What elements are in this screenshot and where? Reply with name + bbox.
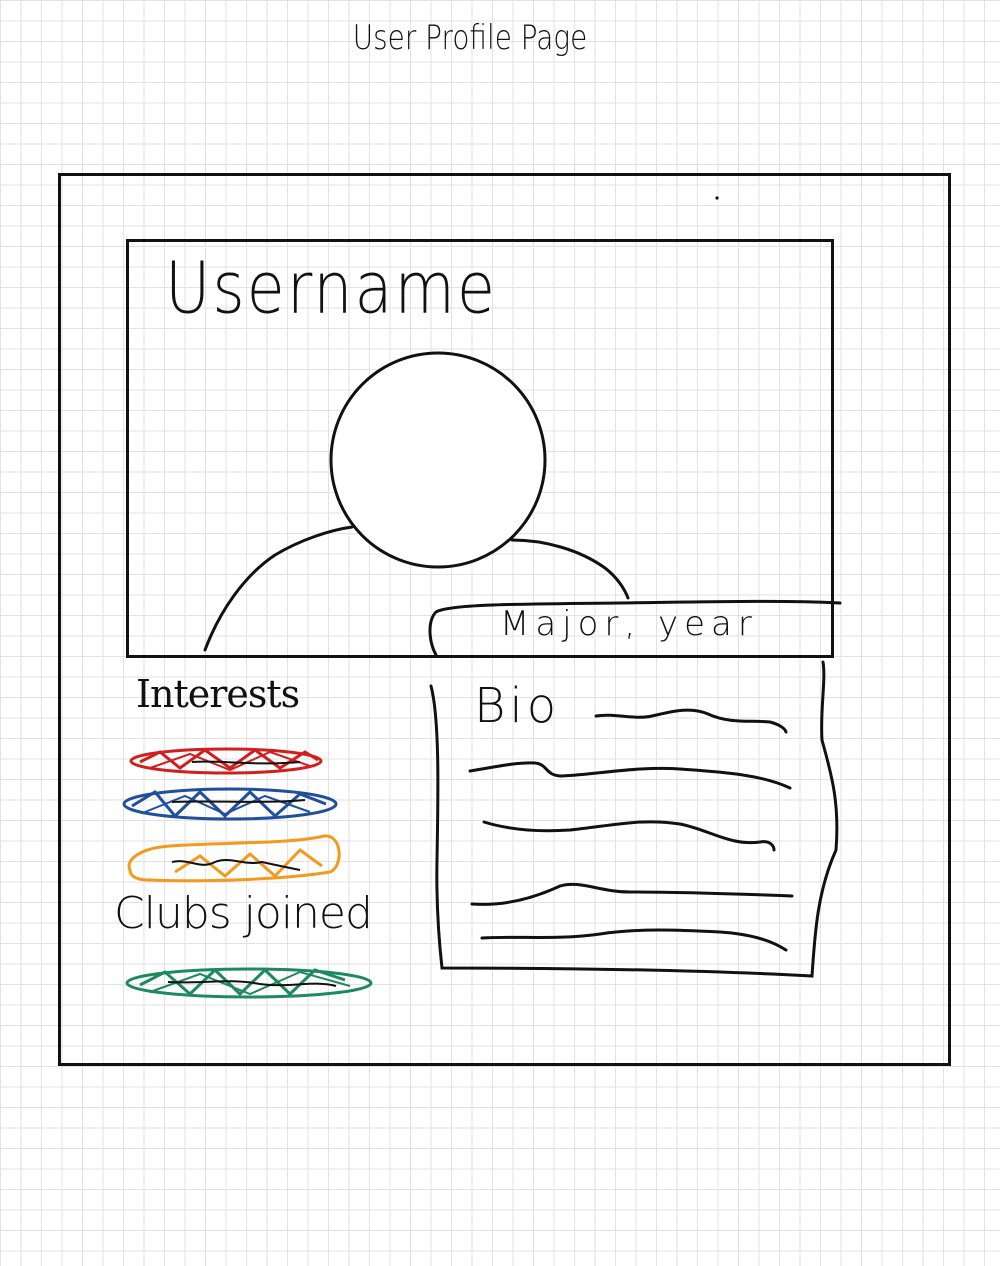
interests-heading: Interests (136, 672, 300, 716)
club-tag-1[interactable] (125, 967, 373, 999)
avatar-icon[interactable] (203, 351, 630, 652)
page-title: User Profile Page (352, 18, 588, 58)
username: Username (165, 246, 498, 330)
stray-dot (715, 196, 719, 200)
bio-heading: Bio (474, 678, 561, 734)
bio-text-lines (468, 708, 794, 952)
clubs-joined-heading: Clubs joined (114, 888, 373, 939)
major-year-pill (428, 599, 842, 657)
interest-tag-1[interactable] (129, 747, 323, 775)
profile-page-frame (58, 173, 951, 1066)
profile-header-card (126, 239, 834, 658)
interest-tag-2[interactable] (122, 787, 338, 821)
bio-box (429, 660, 839, 978)
interest-tag-3[interactable] (127, 834, 341, 883)
major-year-label: Major, year (500, 604, 758, 644)
